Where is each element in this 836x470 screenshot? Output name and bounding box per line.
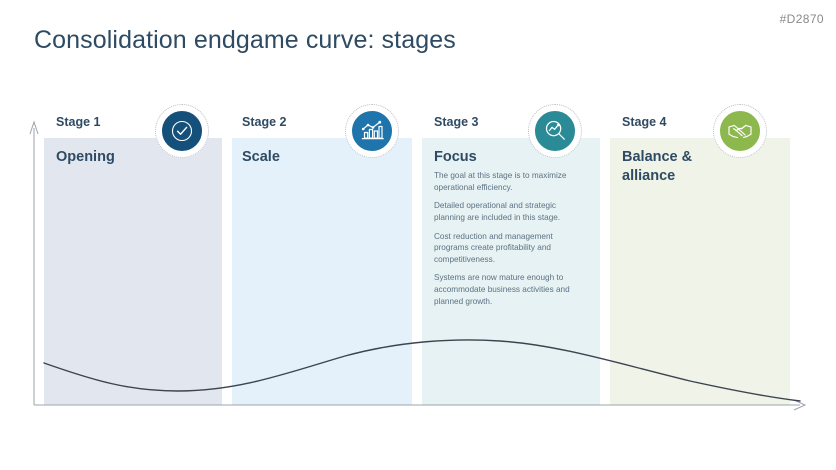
stage-body-3: The goal at this stage is to maximize op… — [434, 170, 582, 314]
stage-heading-1: Opening — [56, 149, 115, 165]
check-circle-icon — [159, 108, 205, 154]
handshake-icon — [717, 108, 763, 154]
page-title: Consolidation endgame curve: stages — [34, 26, 456, 54]
stage-body-3-paragraph: Cost reduction and management programs c… — [434, 231, 553, 264]
magnifier-chart-icon — [532, 108, 578, 154]
stage-icon-badge-4[interactable] — [713, 104, 767, 158]
stage-icon-badge-3[interactable] — [528, 104, 582, 158]
stage-panel-1-fill — [44, 138, 222, 405]
stage-column-1[interactable] — [44, 138, 222, 405]
stage-body-3-paragraph: Systems are now mature enough to accommo… — [434, 273, 570, 306]
stage-icon-badge-2[interactable] — [345, 104, 399, 158]
growth-chart-icon — [349, 108, 395, 154]
stage-heading-2: Scale — [242, 149, 280, 165]
stage-body-3-paragraph: The goal at this stage is to maximize op… — [434, 171, 567, 192]
reference-code: #D2870 — [779, 12, 824, 26]
stage-column-2[interactable] — [232, 138, 412, 405]
stage-panel-2-fill — [232, 138, 412, 405]
stage-heading-4: Balance & alliance — [622, 149, 693, 184]
stage-label-1: Stage 1 — [56, 115, 101, 129]
stage-label-3: Stage 3 — [434, 115, 479, 129]
stage-body-3-paragraph: Detailed operational and strategic plann… — [434, 201, 561, 222]
stage-heading-3: Focus — [434, 149, 477, 165]
stage-label-2: Stage 2 — [242, 115, 287, 129]
stage-label-4: Stage 4 — [622, 115, 667, 129]
stage-icon-badge-1[interactable] — [155, 104, 209, 158]
